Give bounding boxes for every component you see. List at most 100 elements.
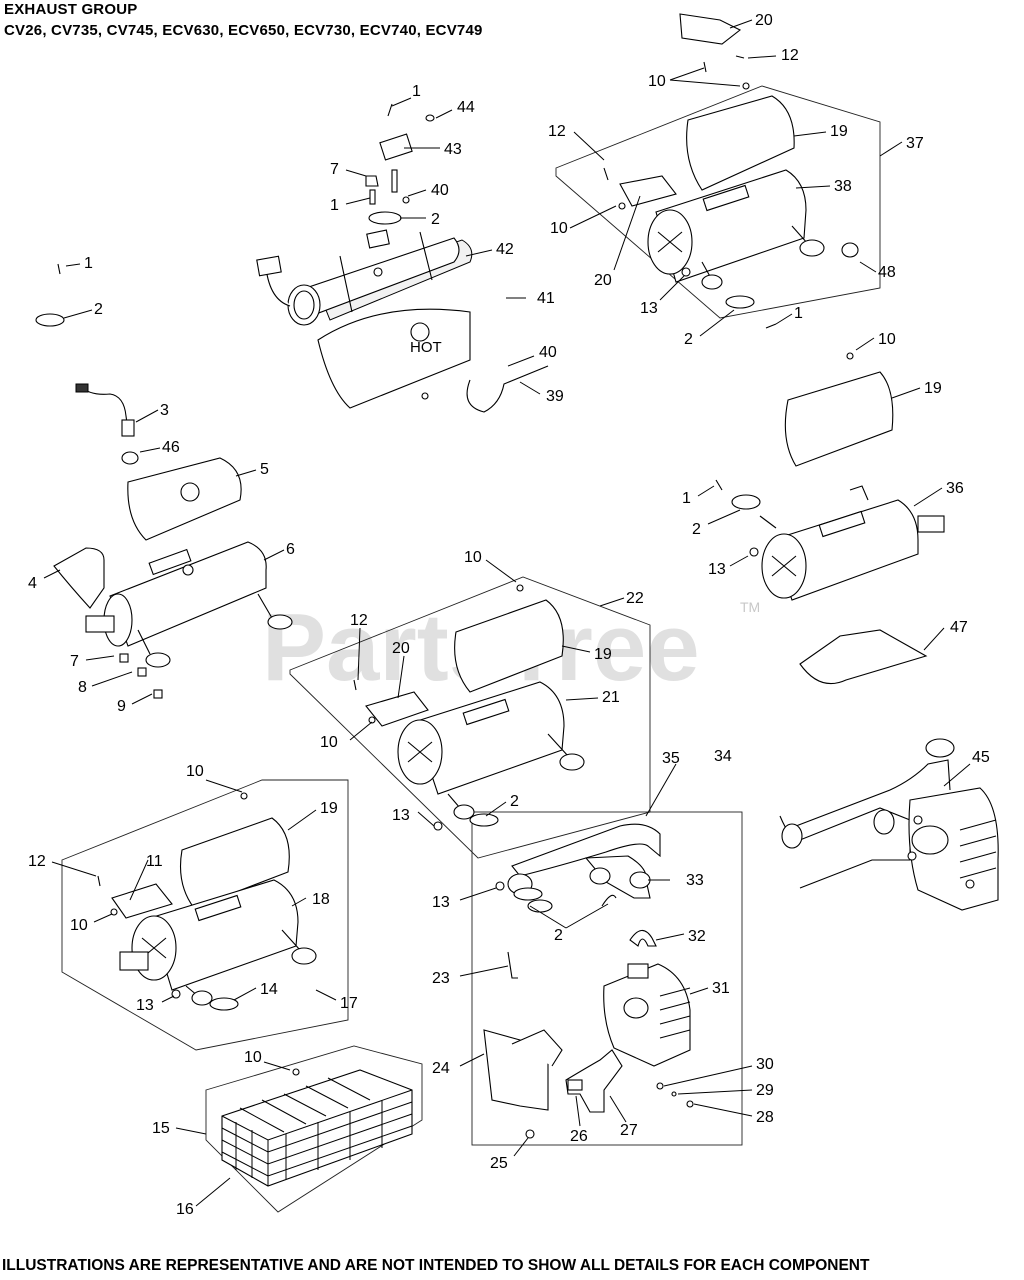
small-parts-left	[35, 263, 139, 465]
callout-label: 40	[539, 344, 557, 361]
callout-label: 2	[684, 331, 693, 348]
callout-label: 25	[490, 1155, 508, 1172]
callout-label: 13	[432, 894, 450, 911]
callout-label: 1	[794, 305, 803, 322]
callout-label: 12	[548, 123, 566, 140]
muffler-assembly-right	[715, 352, 945, 685]
callout-label: 31	[712, 980, 730, 997]
callout-label: 2	[431, 211, 440, 228]
callout-label: 7	[330, 161, 339, 178]
callout-label: 48	[878, 264, 896, 281]
callout-label: 10	[320, 734, 338, 751]
callout-label: 36	[946, 480, 964, 497]
callout-label: 8	[78, 679, 87, 696]
group-outline-17	[61, 779, 349, 1051]
callout-label: 45	[972, 749, 990, 766]
callout-label: 47	[950, 619, 968, 636]
muffler-assembly-lower-left	[97, 792, 317, 1011]
callout-labels: 1 44 43 7 40 1 2 42 41 40 39 1 2 3 46 5 …	[28, 12, 990, 1218]
watermark-trademark: TM	[740, 599, 760, 615]
callout-label: 23	[432, 970, 450, 987]
muffler-assembly-top-right	[603, 13, 859, 329]
callout-leader-lines	[43, 19, 971, 1207]
diagram-title: EXHAUST GROUP	[4, 1, 138, 18]
callout-label: 20	[594, 272, 612, 289]
callout-label: 10	[878, 331, 896, 348]
callout-label: 11	[146, 853, 163, 870]
callout-label: 19	[924, 380, 942, 397]
disclaimer-footer: ILLUSTRATIONS ARE REPRESENTATIVE AND ARE…	[2, 1257, 870, 1274]
callout-label: 37	[906, 135, 924, 152]
muffler-guard-cage	[221, 1068, 413, 1187]
callout-label: 10	[464, 549, 482, 566]
callout-label: 19	[830, 123, 848, 140]
callout-label: 24	[432, 1060, 450, 1077]
muffler-assembly-left	[53, 457, 293, 699]
callout-label: 2	[94, 301, 103, 318]
model-list: CV26, CV735, CV745, ECV630, ECV650, ECV7…	[4, 22, 483, 39]
callout-label: 20	[755, 12, 773, 29]
callout-label: 35	[662, 750, 680, 767]
callout-label: 2	[692, 521, 701, 538]
callout-label: 9	[117, 698, 126, 715]
callout-label: 33	[686, 872, 704, 889]
callout-label: 34	[714, 748, 732, 765]
callout-label: 17	[340, 995, 358, 1012]
group-outline-37	[555, 85, 881, 319]
callout-label: 38	[834, 178, 852, 195]
callout-label: 7	[70, 653, 79, 670]
callout-label: 12	[28, 853, 46, 870]
callout-label: 16	[176, 1201, 194, 1218]
callout-label: 13	[136, 997, 154, 1014]
callout-label: 41	[537, 290, 555, 307]
group-outline-16	[205, 1045, 423, 1213]
muffler-assembly-45	[779, 738, 999, 911]
callout-label: 27	[620, 1122, 638, 1139]
callout-label: 22	[626, 590, 644, 607]
callout-label: 1	[412, 83, 421, 100]
callout-label: 39	[546, 388, 564, 405]
callout-label: 19	[320, 800, 338, 817]
callout-label: 46	[162, 439, 180, 456]
muffler-assembly-center	[353, 584, 585, 831]
callout-label: 10	[186, 763, 204, 780]
callout-label: 29	[756, 1082, 774, 1099]
callout-label: 2	[554, 927, 563, 944]
muffler-assembly-top-center: HOT	[256, 229, 549, 413]
exhaust-group-34-parts	[483, 823, 694, 1139]
callout-label: 44	[457, 99, 475, 116]
callout-label: 20	[392, 640, 410, 657]
callout-label: 1	[84, 255, 93, 272]
callout-label: 1	[330, 197, 339, 214]
small-parts-top-center	[365, 103, 435, 225]
callout-label: 1	[682, 490, 691, 507]
callout-label: 19	[594, 646, 612, 663]
callout-label: 13	[392, 807, 410, 824]
callout-label: 12	[350, 612, 368, 629]
callout-label: 18	[312, 891, 330, 908]
callout-label: 2	[510, 793, 519, 810]
callout-label: 4	[28, 575, 37, 592]
group-outline-34	[471, 811, 743, 1146]
callout-label: 32	[688, 928, 706, 945]
callout-label: 21	[602, 689, 620, 706]
callout-label: 13	[640, 300, 658, 317]
callout-label: 40	[431, 182, 449, 199]
callout-label: 10	[70, 917, 88, 934]
callout-label: 26	[570, 1128, 588, 1145]
callout-label: 42	[496, 241, 514, 258]
callout-label: 6	[286, 541, 295, 558]
callout-label: 5	[260, 461, 269, 478]
callout-label: 10	[550, 220, 568, 237]
callout-label: 14	[260, 981, 278, 998]
callout-label: 10	[244, 1049, 262, 1066]
callout-label: 15	[152, 1120, 170, 1137]
callout-label: 13	[708, 561, 726, 578]
callout-label: 12	[781, 47, 799, 64]
callout-label: 28	[756, 1109, 774, 1126]
callout-label: 43	[444, 141, 462, 158]
callout-label: 30	[756, 1056, 774, 1073]
hot-warning-label: HOT	[410, 339, 442, 356]
callout-label: 3	[160, 402, 169, 419]
